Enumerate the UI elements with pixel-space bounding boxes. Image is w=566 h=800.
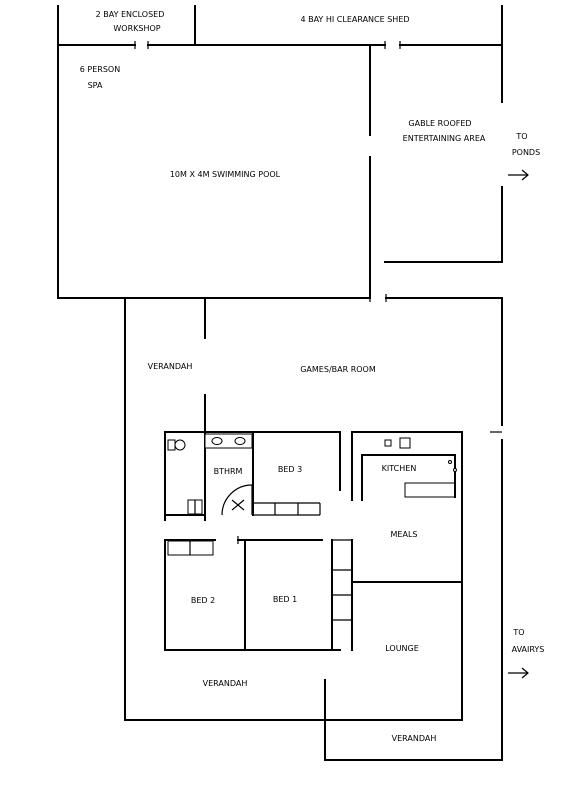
label-verandah-bottom-left: VERANDAH [203, 679, 248, 688]
label-entertaining-1: GABLE ROOFED [408, 119, 471, 128]
basin-icon [211, 437, 223, 445]
label-to-aviaries-1: TO [512, 628, 524, 637]
kitchen-island [404, 482, 456, 498]
arrow-right-icon [508, 169, 529, 181]
label-spa-1: 6 PERSON [80, 65, 120, 74]
label-entertaining-2: ENTERTAINING AREA [403, 134, 486, 143]
label-lounge: LOUNGE [385, 644, 419, 653]
label-pool: 10M X 4M SWIMMING POOL [170, 170, 281, 179]
label-to-ponds-2: PONDS [512, 148, 540, 157]
label-workshop-1: 2 BAY ENCLOSED [96, 10, 165, 19]
cooktop-icon [453, 468, 457, 472]
label-spa-2: SPA [88, 81, 103, 90]
outdoor-walls [57, 5, 503, 302]
label-to-aviaries-2: AVAIRYS [512, 645, 545, 654]
toilet-icon [174, 439, 186, 451]
label-bed3: BED 3 [278, 465, 302, 474]
fixtures [167, 433, 457, 556]
label-bed1: BED 1 [273, 595, 297, 604]
arrow-right-icon [508, 667, 529, 679]
door-swing-icon [221, 484, 253, 516]
label-workshop-2: WORKSHOP [113, 24, 160, 33]
label-bed2: BED 2 [191, 596, 215, 605]
label-bathroom: BTHRM [214, 467, 243, 476]
label-shed: 4 BAY HI CLEARANCE SHED [300, 15, 409, 24]
label-games-room: GAMES/BAR ROOM [300, 365, 376, 374]
verandah-outline [124, 297, 503, 761]
sink-icon [399, 437, 411, 449]
label-to-ponds-1: TO [515, 132, 527, 141]
basin-icon [234, 437, 246, 445]
label-meals: MEALS [391, 530, 418, 539]
label-verandah-bottom-right: VERANDAH [392, 734, 437, 743]
label-verandah-left: VERANDAH [148, 362, 193, 371]
label-kitchen: KITCHEN [382, 464, 417, 473]
toilet-cistern [167, 439, 176, 451]
appliance-icon [384, 439, 392, 447]
house-walls [164, 394, 463, 721]
cooktop-icon [448, 460, 452, 464]
